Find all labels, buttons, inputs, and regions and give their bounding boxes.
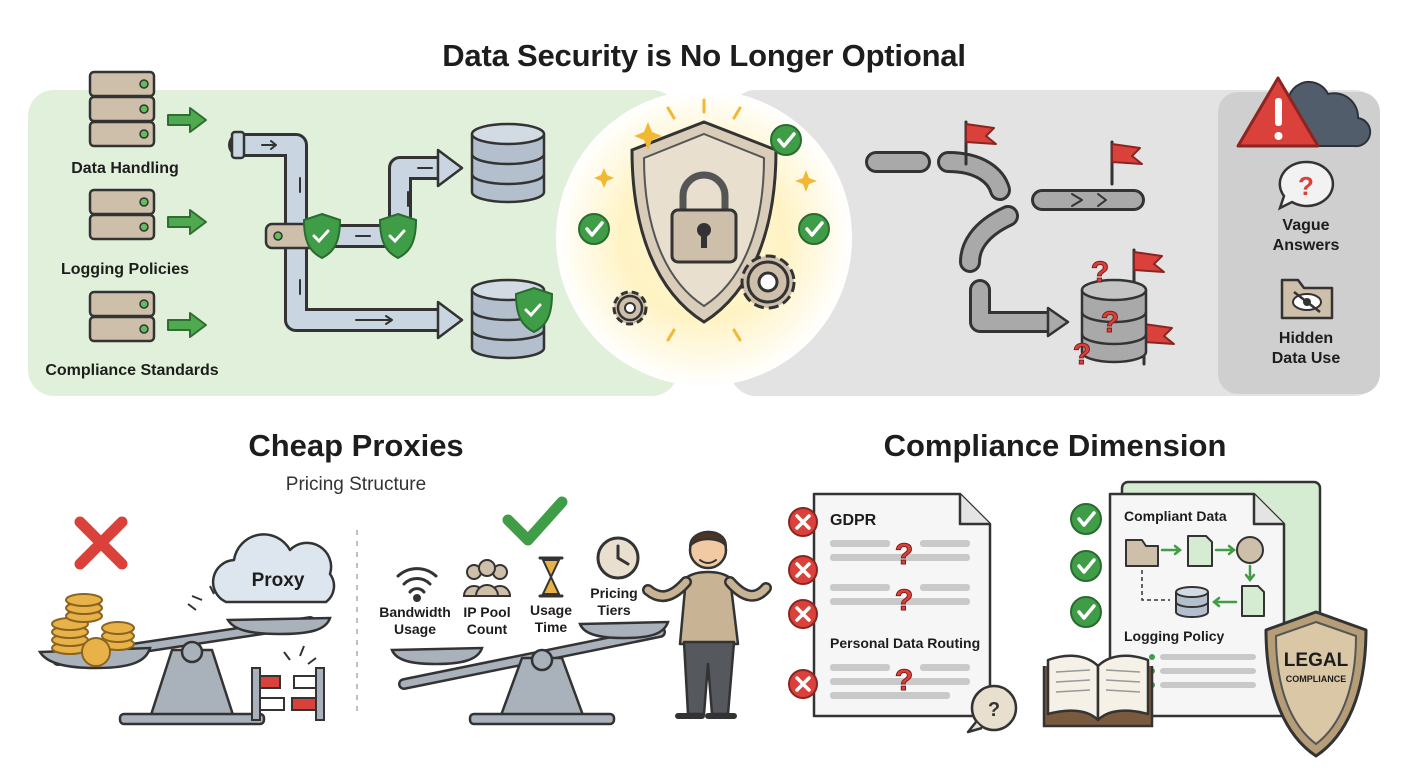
page-title: Data Security is No Longer Optional [442, 38, 966, 73]
broken-pipeline-diagram [865, 151, 1145, 338]
person-illustration [642, 530, 772, 719]
warning-sidebar-background [1218, 92, 1380, 394]
label-logging-policies: Logging Policies [60, 261, 189, 278]
server-stack-icon [88, 290, 156, 343]
shield-check-icon [514, 286, 554, 334]
hidden-eye-folder-icon [1280, 278, 1334, 320]
database-icon [470, 122, 546, 204]
question-mark-icon [1100, 305, 1120, 340]
doc-title-gdpr: GDPR [830, 512, 877, 529]
proxy-cloud-label: Proxy [251, 570, 305, 591]
check-icon [797, 212, 831, 246]
sparkle-icon [594, 122, 817, 192]
hourglass-icon [538, 556, 564, 598]
users-icon [462, 559, 512, 597]
svg-text:?: ? [1298, 171, 1314, 201]
pipeline-diagram [228, 130, 464, 340]
question-bubble-icon: ? [1277, 160, 1335, 211]
check-icon [577, 212, 611, 246]
coin-stack-icon [51, 593, 135, 667]
server-stack-icon [88, 70, 156, 148]
x-circle-icon [787, 506, 819, 538]
wifi-icon [396, 567, 438, 602]
doc-title-compliant-data: Compliant Data [1124, 508, 1227, 524]
shield-legal-label: LEGAL [1283, 650, 1349, 671]
security-shield-icon [630, 120, 778, 324]
label-compliance-standards: Compliance Standards [45, 362, 219, 379]
question-mark-icon [1090, 255, 1110, 290]
check-icon [769, 123, 803, 157]
x-circle-icon [787, 668, 819, 700]
database-icon [1175, 586, 1209, 618]
broken-barrier-icon [251, 645, 325, 721]
open-book-icon [1042, 654, 1154, 728]
check-icon [1069, 595, 1103, 629]
check-icon [1069, 502, 1103, 536]
check-mark-icon [502, 496, 568, 546]
x-circle-icon [787, 598, 819, 630]
gear-icon-small [612, 290, 648, 326]
clock-icon [596, 536, 640, 580]
doc-section-personal-data-routing: Personal Data Routing [830, 635, 981, 651]
heading-cheap-proxies: Cheap Proxies [248, 428, 464, 463]
svg-text:?: ? [988, 699, 1000, 721]
subheading-pricing-structure: Pricing Structure [285, 474, 427, 495]
proxy-cloud-icon [211, 533, 336, 604]
shield-check-icon [302, 212, 342, 260]
confused-chat-icon: ? [966, 684, 1018, 734]
shield-check-icon [378, 212, 418, 260]
label-data-handling: Data Handling [71, 160, 179, 177]
check-icon [1069, 549, 1103, 583]
gear-icon-large [740, 254, 796, 310]
shield-compliance-label: COMPLIANCE [1285, 674, 1347, 684]
doc-section-logging-policy: Logging Policy [1124, 628, 1225, 644]
warning-triangle-icon [1236, 76, 1320, 148]
heading-compliance-dimension: Compliance Dimension [883, 428, 1227, 463]
question-mark-icon [1072, 337, 1092, 372]
balanced-scale [390, 620, 670, 726]
glow-rays [666, 98, 742, 342]
legal-shield-badge [1264, 610, 1368, 758]
gdpr-document [812, 492, 992, 718]
server-stack-icon [88, 188, 156, 241]
x-mark-icon [74, 516, 128, 570]
x-circle-icon [787, 554, 819, 586]
